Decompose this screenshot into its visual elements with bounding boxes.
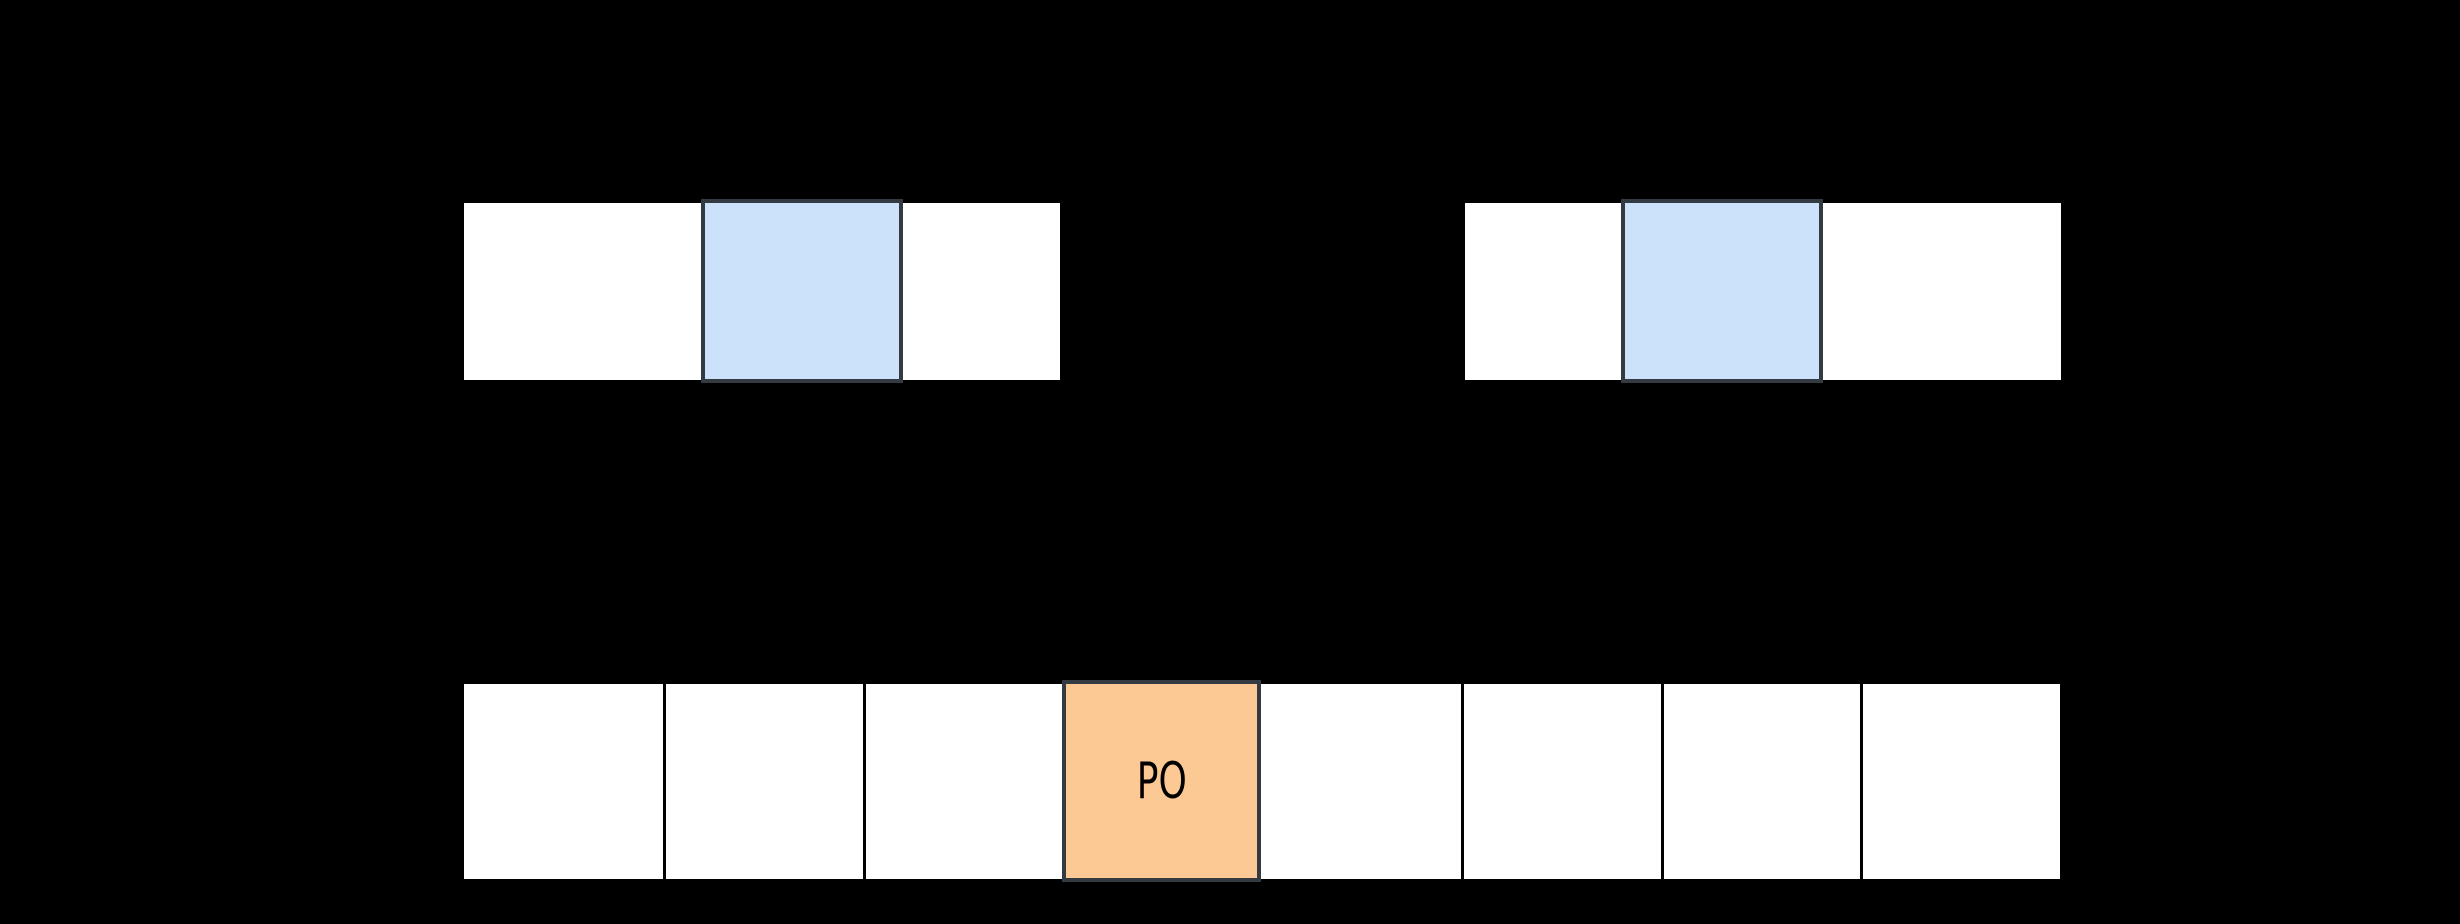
page-offset-cell-label: PO	[1136, 752, 1187, 810]
bottom-frame-row-cell-8	[1860, 684, 2060, 879]
bottom-frame-row-cell-6	[1461, 684, 1661, 879]
top-right-address-row-cell-1	[1465, 203, 1621, 380]
top-left-address-row	[464, 199, 1060, 383]
bottom-frame-row-cell-7	[1661, 684, 1860, 879]
top-right-address-row-highlight-cell	[1621, 199, 1823, 383]
top-left-address-row-cell-1	[464, 203, 701, 380]
bottom-frame-row-cell-1	[464, 684, 663, 879]
top-left-address-row-highlight-cell	[701, 199, 903, 383]
bottom-frame-row-cell-2	[663, 684, 863, 879]
bottom-frame-row: PO	[464, 680, 2060, 882]
top-left-address-row-cell-3	[903, 203, 1060, 380]
top-right-address-row	[1465, 199, 2061, 383]
bottom-frame-row-cell-5	[1261, 684, 1461, 879]
top-right-address-row-cell-3	[1823, 203, 2061, 380]
bottom-frame-row-cell-3	[863, 684, 1062, 879]
page-offset-cell: PO	[1062, 680, 1261, 882]
